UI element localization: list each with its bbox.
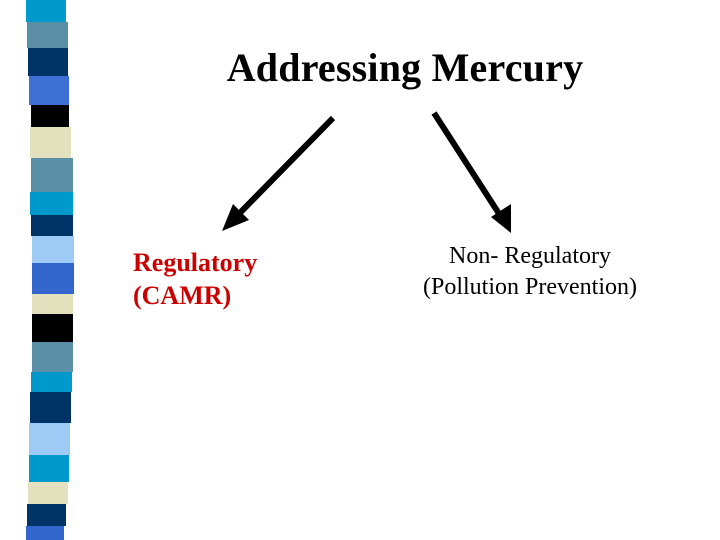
branch-label-regulatory-line1: Regulatory	[133, 248, 258, 277]
decor-band	[29, 76, 69, 105]
decor-band	[31, 158, 73, 192]
decor-band	[31, 105, 69, 127]
page-title: Addressing Mercury	[226, 45, 584, 90]
decor-band	[30, 192, 73, 215]
decorative-color-strip	[0, 0, 90, 540]
branch-label-non-regulatory-line2: (Pollution Prevention)	[423, 273, 637, 300]
decor-band	[32, 314, 73, 342]
decor-band	[26, 0, 66, 22]
decor-band	[32, 263, 74, 294]
decor-band	[32, 236, 74, 263]
arrow-down-left-icon	[222, 115, 336, 231]
decor-band	[31, 215, 73, 236]
branch-label-regulatory-line2: (CAMR)	[133, 281, 232, 311]
branch-label-regulatory: Regulatory (CAMR)	[133, 246, 363, 313]
decor-band	[29, 423, 70, 455]
decor-band	[32, 342, 73, 372]
decor-band	[27, 22, 68, 48]
decor-band	[29, 455, 69, 482]
decor-band	[30, 392, 71, 423]
decor-band	[28, 482, 68, 504]
branch-label-non-regulatory: Non- Regulatory (Pollution Prevention)	[385, 241, 675, 302]
arrow-down-right-icon	[431, 111, 511, 233]
decor-band	[28, 48, 68, 76]
decor-band	[31, 372, 72, 392]
decor-band	[32, 294, 73, 314]
decor-band	[30, 127, 71, 158]
decor-band	[26, 526, 64, 540]
decor-band	[27, 504, 66, 526]
branch-label-non-regulatory-line1: Non- Regulatory	[449, 243, 611, 269]
